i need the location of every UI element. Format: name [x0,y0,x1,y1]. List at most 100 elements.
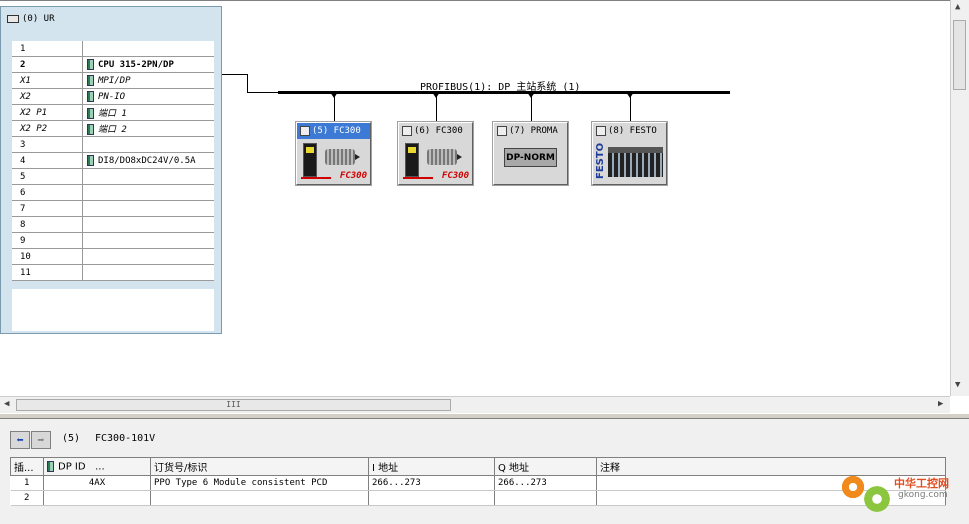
rack-row[interactable]: 8 [12,216,214,233]
col-q-address[interactable]: Q 地址 [494,457,597,476]
device-label: (6) FC300 [414,126,463,136]
back-arrow-icon[interactable]: ⬅ [10,431,30,449]
forward-arrow-icon[interactable]: ➡ [31,431,51,449]
device-icon [402,126,412,136]
gkong-watermark: 中华工控网 gkong.com [836,470,961,514]
device-fc300-6[interactable]: (6) FC300 FC300 [397,121,474,186]
profibus-line[interactable] [278,91,730,94]
rack-row[interactable]: 5 [12,168,214,185]
slot-label: 8 [12,216,83,233]
col-order-number[interactable]: 订货号/标识 [150,457,369,476]
table-row[interactable]: 2 [10,490,946,506]
drive-image: FC300 [399,139,472,182]
device-brand: FC300 [339,171,367,181]
module-cell: MPI/DP [82,72,214,89]
device-label: (5) FC300 [312,126,361,136]
scroll-right-icon[interactable]: ▶ [938,399,944,409]
rack-row[interactable]: 1 [12,41,214,57]
col-dpid[interactable]: DP ID ... [43,457,151,476]
col-slot[interactable]: 插... [10,457,44,476]
module-cell [82,168,214,185]
col-comment[interactable]: 注释 [596,457,946,476]
bus-connector [247,92,278,93]
cell-dpid [43,490,151,506]
rack-row[interactable]: 11 [12,264,214,281]
module-cell [82,184,214,201]
cell-order [150,490,369,506]
module-icon [87,59,94,70]
proma-image: DP-NORM [494,139,567,182]
module-cell: 端口 1 [82,104,214,121]
module-name: CPU 315-2PN/DP [98,60,174,70]
device-label: (8) FESTO [608,126,657,136]
module-name: PN-IO [98,92,126,102]
rack-row[interactable]: 3 [12,136,214,153]
module-icon [87,91,94,102]
rack-icon [7,15,19,23]
slot-label: 5 [12,168,83,185]
module-name: 端口 1 [98,109,127,119]
device-festo-8[interactable]: (8) FESTO FESTO [591,121,668,186]
panel-splitter[interactable] [0,413,969,419]
scroll-left-icon[interactable]: ◀ [4,399,10,409]
cell-slot: 1 [10,475,44,491]
cell-i-address: 266...273 [368,475,495,491]
device-fc300-5[interactable]: (5) FC300 FC300 [295,121,372,186]
module-cell [82,264,214,281]
module-icon [87,124,94,135]
slot-label: 1 [12,41,83,57]
drive-image: FC300 [297,139,370,182]
rack-title-text: (0) UR [22,14,55,24]
table-row[interactable]: 1 4AX PPO Type 6 Module consistent PCD 2… [10,475,946,491]
slot-label: 7 [12,200,83,217]
horizontal-scroll-thumb[interactable]: III [16,399,451,411]
rack-row[interactable]: 10 [12,248,214,265]
horizontal-scrollbar[interactable]: ◀ III ▶ [0,396,950,413]
vertical-scrollbar[interactable]: ▲ ▼ [950,0,969,396]
detail-device-name: FC300-101V [95,433,156,444]
festo-image: FESTO [593,139,666,182]
bus-connector [222,74,247,75]
device-brand: FC300 [441,171,469,181]
slot-label: 6 [12,184,83,201]
scroll-up-icon[interactable]: ▲ [955,2,961,12]
gear-icon [840,474,866,500]
device-drop-line [531,94,532,122]
cell-i-address [368,490,495,506]
device-drop-line [630,94,631,122]
gear-icon [862,484,892,514]
rack-row[interactable]: 7 [12,200,214,217]
module-cell [82,41,214,57]
module-icon [87,75,94,86]
device-proma-7[interactable]: (7) PROMA DP-NORM [492,121,569,186]
module-cell [82,216,214,233]
device-icon [497,126,507,136]
module-icon [47,460,54,472]
detail-table: 插... DP ID ... 订货号/标识 I 地址 Q 地址 注释 1 4AX… [10,457,946,506]
detail-nav: ⬅ ➡ [10,431,51,449]
vertical-scroll-thumb[interactable] [953,20,966,90]
festo-logo: FESTO [595,142,606,179]
module-cell: DI8/DO8xDC24V/0.5A [82,152,214,169]
module-cell [82,248,214,265]
profibus-label: PROFIBUS(1): DP 主站系统 (1) [420,82,581,93]
rack-row[interactable]: 6 [12,184,214,201]
cell-q-address [494,490,597,506]
col-i-address[interactable]: I 地址 [368,457,495,476]
cell-dpid: 4AX [43,475,151,491]
rack-row[interactable]: 9 [12,232,214,249]
device-drop-line [334,94,335,122]
detail-device-id: (5) [62,433,81,444]
scroll-down-icon[interactable]: ▼ [955,380,961,390]
watermark-url: gkong.com [898,490,948,500]
motor-icon [325,149,355,165]
